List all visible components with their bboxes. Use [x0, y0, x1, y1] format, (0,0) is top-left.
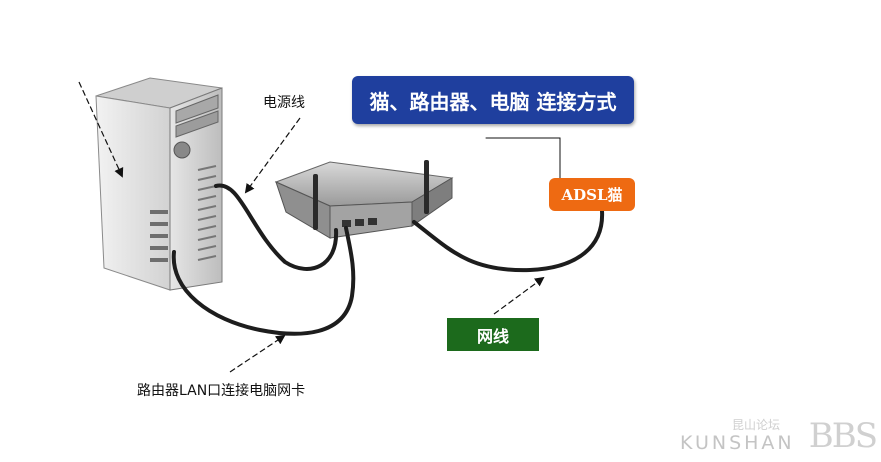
- watermark-latin: KUNSHAN: [680, 432, 795, 454]
- arrow-pc: [78, 81, 124, 178]
- lan-to-pc-label: 路由器LAN口连接电脑网卡: [137, 383, 306, 399]
- arrow-lan: [229, 334, 286, 373]
- power-cable: [214, 183, 339, 271]
- title-connector: [485, 137, 561, 181]
- router: [274, 160, 454, 239]
- watermark-cn: 昆山论坛: [732, 418, 781, 432]
- diagram-title-text: 猫、路由器、电脑 连接方式: [369, 89, 617, 114]
- arrows: [78, 81, 545, 373]
- diagram-title: 猫、路由器、电脑 连接方式: [352, 76, 634, 124]
- wan-cable: [412, 209, 605, 273]
- pc-tower: [95, 77, 223, 291]
- network-cable-box: 网线: [447, 318, 539, 351]
- power-cable-label: 电源线: [263, 95, 305, 111]
- lan-cable: [171, 226, 356, 336]
- watermark: 昆山论坛 KUNSHAN BBS: [680, 416, 878, 456]
- arrow-net: [493, 276, 545, 315]
- cables: [171, 137, 605, 336]
- network-cable-label: 网线: [476, 326, 509, 346]
- adsl-modem-box: ADSL猫: [549, 178, 635, 211]
- arrow-power: [244, 117, 301, 194]
- watermark-bbs: BBS: [808, 416, 878, 456]
- adsl-modem-label: ADSL猫: [561, 186, 623, 204]
